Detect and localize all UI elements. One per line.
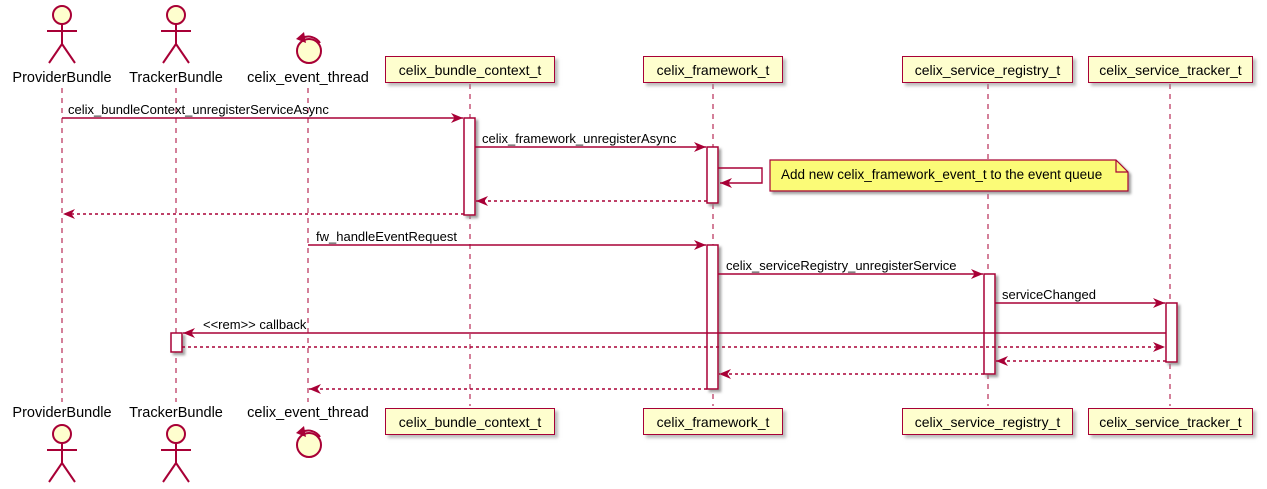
activation-service-tracker [1165, 302, 1178, 363]
arrow-self-event-queue [718, 167, 763, 188]
message-label-service-changed: serviceChanged [1002, 287, 1096, 302]
message-label-framework-unregister-async: celix_framework_unregisterAsync [482, 131, 677, 146]
activation-framework-2 [706, 244, 719, 390]
message-label-unregister-service-async: celix_bundleContext_unregisterServiceAsy… [68, 102, 329, 117]
message-label-fw-handle-event-request: fw_handleEventRequest [316, 229, 457, 244]
activations [170, 117, 1178, 390]
actor-icon [161, 424, 191, 483]
actor-icon [161, 5, 191, 64]
message-arrows [62, 113, 1166, 394]
actor-icon [47, 424, 77, 483]
control-icon [296, 426, 322, 458]
message-label-rem-callback: <<rem>> callback [203, 317, 307, 332]
message-label-registry-unregister-service: celix_serviceRegistry_unregisterService [726, 258, 957, 273]
note-text: Add new celix_framework_event_t to the e… [781, 167, 1103, 182]
note-shape [769, 159, 1129, 192]
participant-box-framework-top: celix_framework_t [643, 56, 783, 83]
participant-box-bundle-context-bottom: celix_bundle_context_t [385, 408, 555, 435]
actor-label-trackerbundle: TrackerBundle [129, 70, 223, 86]
activation-trackerbundle [170, 332, 183, 353]
participant-box-service-tracker-bottom: celix_service_tracker_t [1088, 408, 1253, 435]
activation-service-registry [983, 273, 996, 375]
actor-label-trackerbundle-bottom: TrackerBundle [129, 405, 223, 421]
participant-box-bundle-context-top: celix_bundle_context_t [385, 56, 555, 83]
participant-box-service-tracker-top: celix_service_tracker_t [1088, 56, 1253, 83]
activation-framework-1 [706, 146, 719, 204]
control-label-celix-event-thread: celix_event_thread [247, 70, 369, 86]
participant-box-service-registry-top: celix_service_registry_t [902, 56, 1073, 83]
actor-label-providerbundle-bottom: ProviderBundle [12, 405, 112, 421]
actor-icon [47, 5, 77, 64]
control-icon [296, 32, 322, 64]
control-label-celix-event-thread-bottom: celix_event_thread [247, 405, 369, 421]
participant-box-framework-bottom: celix_framework_t [643, 408, 783, 435]
participant-box-service-registry-bottom: celix_service_registry_t [902, 408, 1073, 435]
activation-bundle-context [463, 117, 476, 216]
actor-label-providerbundle: ProviderBundle [12, 70, 112, 86]
